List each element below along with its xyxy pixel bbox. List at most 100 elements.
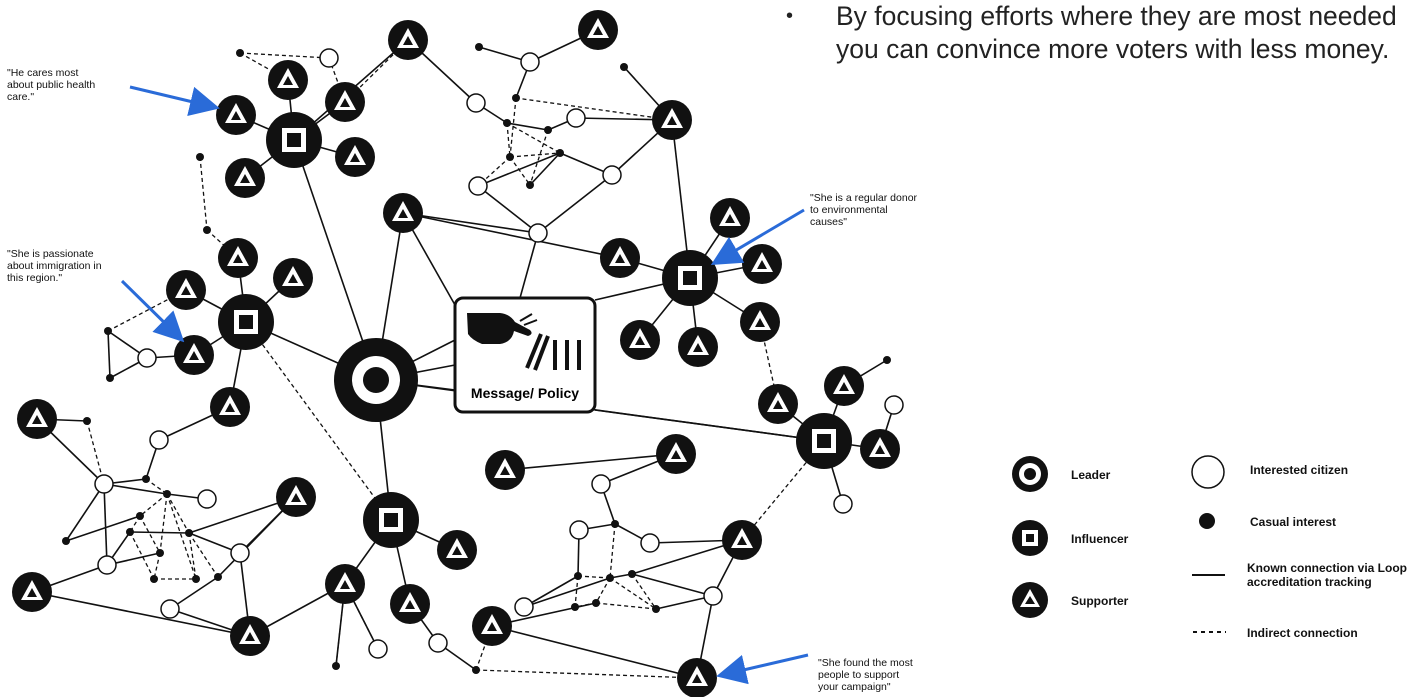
dot-node [556, 149, 564, 157]
known-connection [631, 573, 714, 597]
nodes [12, 10, 904, 697]
summary-text: By focusing efforts where they are most … [836, 1, 1397, 64]
indirect-connection [609, 523, 616, 579]
open-node [640, 533, 660, 553]
message-policy-label: Message/ Policy [471, 385, 579, 401]
dot-node [506, 153, 514, 161]
dot-node [628, 570, 636, 578]
legend-supporter-icon [1012, 582, 1048, 618]
supporter-node [230, 616, 270, 656]
indirect-connection [509, 97, 517, 158]
supporter-node [273, 258, 313, 298]
supporter-node [742, 244, 782, 284]
supporter-node [758, 384, 798, 424]
indirect-connection [506, 122, 511, 158]
indirect-connection [159, 493, 168, 554]
supporter-node [656, 434, 696, 474]
supporter-node [652, 100, 692, 140]
indirect-connection [595, 602, 657, 610]
supporter-node [210, 387, 250, 427]
message-policy-box: Message/ Policy [453, 296, 597, 414]
known-connection [477, 185, 539, 234]
influencer-node [796, 413, 852, 469]
open-node [514, 597, 534, 617]
open-node [884, 395, 904, 415]
supporter-node [388, 20, 428, 60]
dot-node [83, 417, 91, 425]
annotation-most-people: "She found the most people to support yo… [818, 657, 913, 693]
influencer-node [662, 250, 718, 306]
known-connection [594, 409, 825, 442]
open-node [566, 108, 586, 128]
open-node [319, 48, 339, 68]
supporter-node [472, 606, 512, 646]
legend-casual-icon [1199, 513, 1215, 529]
known-connection [529, 152, 561, 186]
supporter-node [722, 520, 762, 560]
indirect-connection [139, 493, 168, 517]
dot-node [126, 528, 134, 536]
indirect-connection [595, 577, 611, 604]
legend-known-label: Known connection via Loop accreditation … [1247, 561, 1407, 589]
supporter-node [824, 366, 864, 406]
dot-node [214, 573, 222, 581]
open-node [428, 633, 448, 653]
known-connection [103, 483, 168, 495]
leader-node [334, 338, 418, 422]
known-connection [523, 577, 611, 608]
arrow-most-people [716, 653, 809, 685]
supporter-node [740, 302, 780, 342]
supporter-node [17, 399, 57, 439]
open-node [197, 489, 217, 509]
indirect-connection [475, 669, 698, 679]
known-connection [537, 174, 613, 234]
supporter-node [218, 238, 258, 278]
open-node [468, 176, 488, 196]
open-node [569, 520, 589, 540]
dot-node [62, 537, 70, 545]
legend-casual-label: Casual interest [1250, 515, 1337, 529]
known-connection [402, 212, 621, 259]
influencer-node [363, 492, 419, 548]
dot-node [592, 599, 600, 607]
bullet-dot: • [786, 5, 794, 27]
legend-interested-icon [1191, 455, 1225, 489]
dot-node [196, 153, 204, 161]
supporter-node [383, 193, 423, 233]
dot-node [136, 512, 144, 520]
domino-bars-icon [525, 333, 581, 371]
hand-pointing-icon [467, 313, 538, 344]
supporter-node [325, 564, 365, 604]
indirect-connection [245, 321, 392, 521]
indirect-connection [188, 532, 197, 580]
supporter-node [710, 198, 750, 238]
supporter-node [216, 95, 256, 135]
annotation-public-health: "He cares most about public health care.… [7, 67, 96, 103]
dot-node [652, 605, 660, 613]
indirect-connection [166, 493, 190, 534]
indirect-connection [188, 532, 219, 578]
open-node [160, 599, 180, 619]
known-connection [293, 139, 377, 381]
dot-node [150, 575, 158, 583]
dot-node [142, 475, 150, 483]
known-connection [506, 122, 549, 131]
open-node [602, 165, 622, 185]
dot-node [606, 574, 614, 582]
known-connection [519, 232, 539, 299]
dot-node [106, 374, 114, 382]
indirect-connection [239, 52, 330, 59]
known-connection [129, 531, 190, 534]
indirect-connection [506, 122, 561, 154]
indirect-connection [344, 583, 379, 650]
legend-interested-label: Interested citizen [1250, 463, 1349, 477]
indirect-connection [515, 97, 673, 121]
arrow-immigration [120, 279, 185, 343]
legend-leader-label: Leader [1071, 468, 1111, 482]
legend [1012, 455, 1226, 633]
known-connection [491, 625, 698, 679]
supporter-node [276, 477, 316, 517]
known-connection [65, 483, 105, 542]
dot-node [236, 49, 244, 57]
supporter-node [390, 584, 430, 624]
